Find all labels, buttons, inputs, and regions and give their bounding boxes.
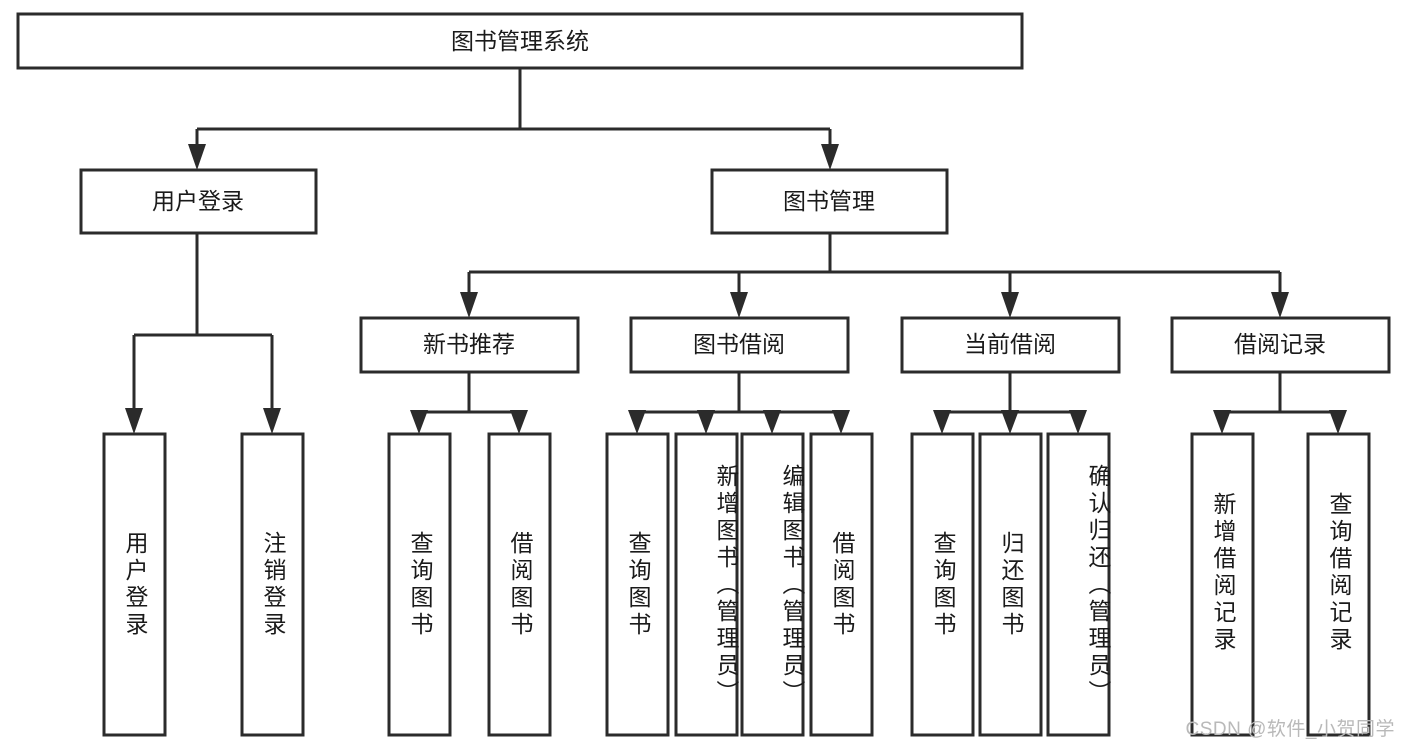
node-borrow-record[interactable]: 借阅记录 xyxy=(1170,316,1391,374)
node-book-management-label: 图书管理 xyxy=(783,188,875,214)
node-book-management-box[interactable] xyxy=(710,168,949,235)
node-leaf-logout-box[interactable] xyxy=(240,432,305,737)
node-leaf-user-login-box[interactable] xyxy=(102,432,167,737)
arrow-head-leaf-confirm-return xyxy=(1069,410,1087,434)
node-leaf-query-book-3-box[interactable] xyxy=(910,432,975,737)
node-current-borrow-label: 当前借阅 xyxy=(964,331,1056,357)
node-leaf-add-book-box[interactable] xyxy=(674,432,739,737)
arrow-head-user-login xyxy=(188,144,206,170)
node-root[interactable]: 图书管理系统 xyxy=(16,12,1024,70)
arrow-head-leaf-return-book xyxy=(1001,410,1019,434)
node-root-label: 图书管理系统 xyxy=(451,28,589,54)
arrow-head-leaf-query-book-2 xyxy=(628,410,646,434)
node-leaf-confirm-return-box[interactable] xyxy=(1046,432,1111,737)
arrow-head-leaf-query-book-3 xyxy=(933,410,951,434)
node-leaf-query-record-box[interactable] xyxy=(1306,432,1371,737)
arrow-head-borrow-record xyxy=(1271,292,1289,318)
node-borrow-record-box[interactable] xyxy=(1170,316,1391,374)
node-book-borrow-label: 图书借阅 xyxy=(693,331,785,357)
arrow-head-leaf-query-record xyxy=(1329,410,1347,434)
node-user-login-box[interactable] xyxy=(79,168,318,235)
node-current-borrow-box[interactable] xyxy=(900,316,1121,374)
arrow-head-leaf-add-record xyxy=(1213,410,1231,434)
node-leaf-add-record-box[interactable] xyxy=(1190,432,1255,737)
node-book-management[interactable]: 图书管理 xyxy=(710,168,949,235)
node-leaf-return-book-box[interactable] xyxy=(978,432,1043,737)
arrow-head-leaf-borrow-book-2 xyxy=(832,410,850,434)
node-borrow-record-label: 借阅记录 xyxy=(1234,331,1326,357)
node-new-book-recommend-box[interactable] xyxy=(359,316,580,374)
node-new-book-recommend-label: 新书推荐 xyxy=(423,331,515,357)
node-book-borrow-box[interactable] xyxy=(629,316,850,374)
arrow-head-current-borrow xyxy=(1001,292,1019,318)
arrow-head-leaf-add-book xyxy=(697,410,715,434)
node-root-box[interactable] xyxy=(16,12,1024,70)
arrow-head-leaf-user-login xyxy=(125,408,143,434)
node-new-book-recommend[interactable]: 新书推荐 xyxy=(359,316,580,374)
node-book-borrow[interactable]: 图书借阅 xyxy=(629,316,850,374)
node-user-login[interactable]: 用户登录 xyxy=(79,168,318,235)
connectors xyxy=(125,68,1347,434)
node-leaf-query-book-2-box[interactable] xyxy=(605,432,670,737)
node-leaf-borrow-book-1-box[interactable] xyxy=(487,432,552,737)
arrow-head-leaf-query-book-1 xyxy=(410,410,428,434)
node-current-borrow[interactable]: 当前借阅 xyxy=(900,316,1121,374)
node-leaf-edit-book-box[interactable] xyxy=(740,432,805,737)
node-user-login-label: 用户登录 xyxy=(152,188,244,214)
node-leaf-borrow-book-2-box[interactable] xyxy=(809,432,874,737)
arrow-head-leaf-logout xyxy=(263,408,281,434)
arrow-head-leaf-borrow-book-1 xyxy=(510,410,528,434)
node-leaf-query-book-1-box[interactable] xyxy=(387,432,452,737)
arrow-head-book-manage xyxy=(821,144,839,170)
arrow-head-book-borrow xyxy=(730,292,748,318)
arrow-head-new-book xyxy=(460,292,478,318)
arrow-head-leaf-edit-book xyxy=(763,410,781,434)
